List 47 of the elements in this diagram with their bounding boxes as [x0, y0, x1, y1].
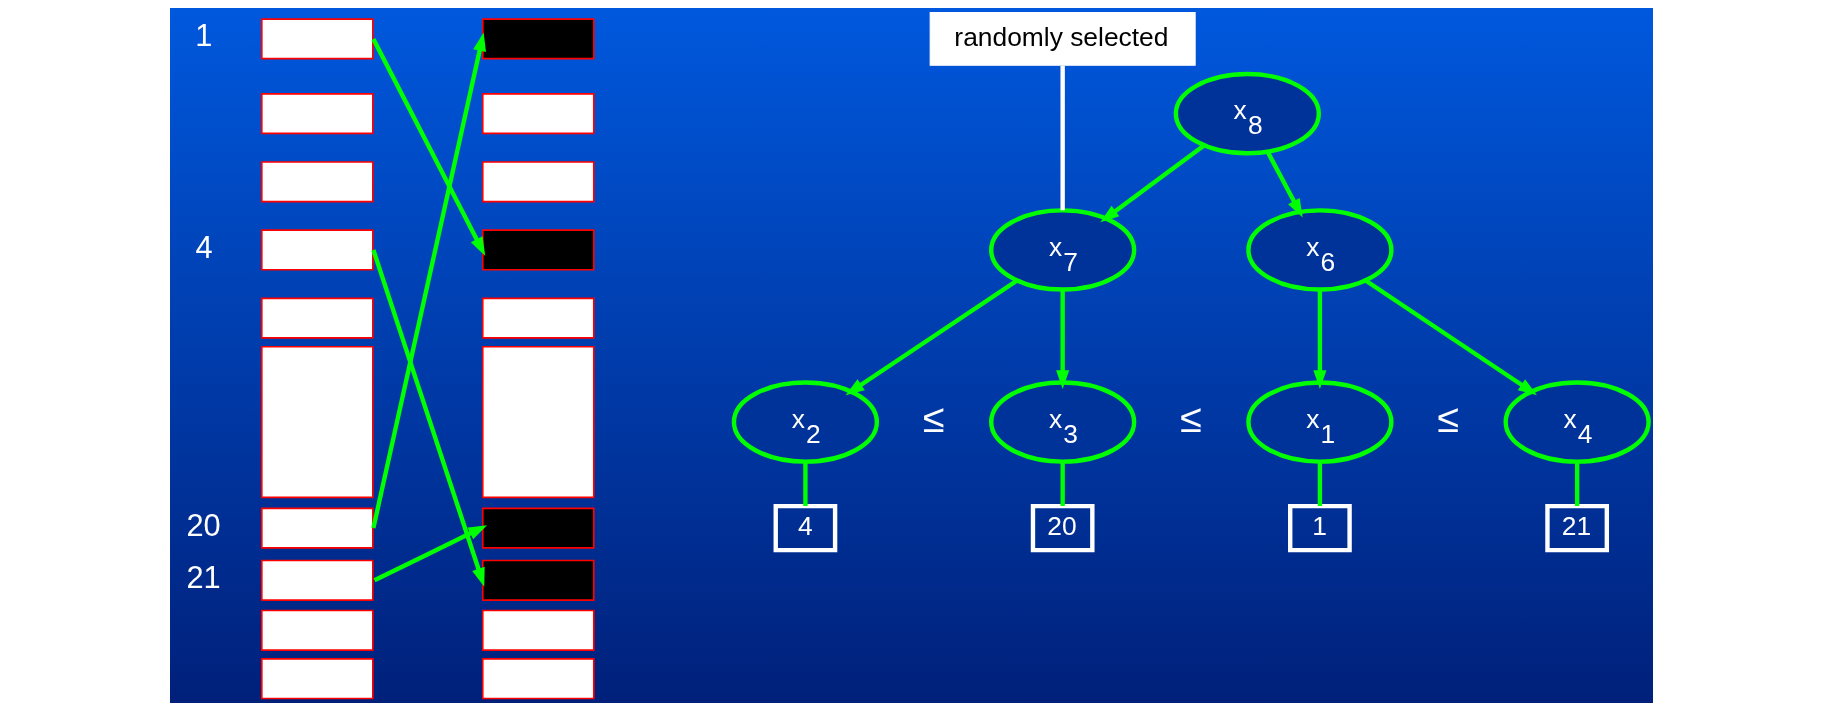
node-box [481, 345, 595, 499]
node-box: 21 [1545, 503, 1610, 553]
arrow [373, 525, 488, 583]
node-box: randomly selected [929, 11, 1196, 66]
arrow [1364, 278, 1537, 396]
label: ≤ [923, 395, 945, 440]
connector [803, 461, 808, 507]
label: ≤ [1437, 395, 1460, 440]
node-box: 20 [1030, 503, 1095, 553]
connector [1060, 65, 1065, 211]
node-box [481, 559, 595, 601]
arrow [371, 37, 486, 256]
node-box [481, 161, 595, 203]
node-box [481, 658, 595, 700]
node-box [260, 18, 374, 60]
node-box [481, 297, 595, 339]
node-box [260, 161, 374, 203]
node-box [260, 93, 374, 135]
node-box: 1 [1288, 503, 1352, 553]
arrow [371, 249, 485, 587]
node-box [260, 345, 374, 499]
node-box [260, 229, 374, 271]
node-box [481, 229, 595, 271]
node-label: 20 [186, 507, 221, 543]
node-box [481, 609, 595, 651]
node-label: 4 [195, 229, 213, 265]
node-label: 21 [186, 559, 221, 595]
node-box [260, 658, 374, 700]
arrow [1265, 150, 1303, 218]
connector [1060, 461, 1065, 507]
node-label: 1 [195, 18, 213, 54]
node-box [260, 297, 374, 339]
node-box [260, 609, 374, 651]
node-box [260, 507, 374, 549]
connector [1574, 461, 1580, 507]
arrow [371, 32, 486, 529]
label: ≤ [1180, 395, 1203, 440]
node-box [481, 18, 595, 60]
connector [1317, 461, 1323, 507]
node-box [481, 507, 595, 549]
arrow [1056, 289, 1070, 389]
node-box [481, 93, 595, 135]
arrow [1313, 289, 1327, 389]
node-box: 4 [773, 503, 838, 553]
arrow [1100, 143, 1206, 223]
arrow [845, 278, 1019, 396]
node-box [260, 559, 374, 601]
